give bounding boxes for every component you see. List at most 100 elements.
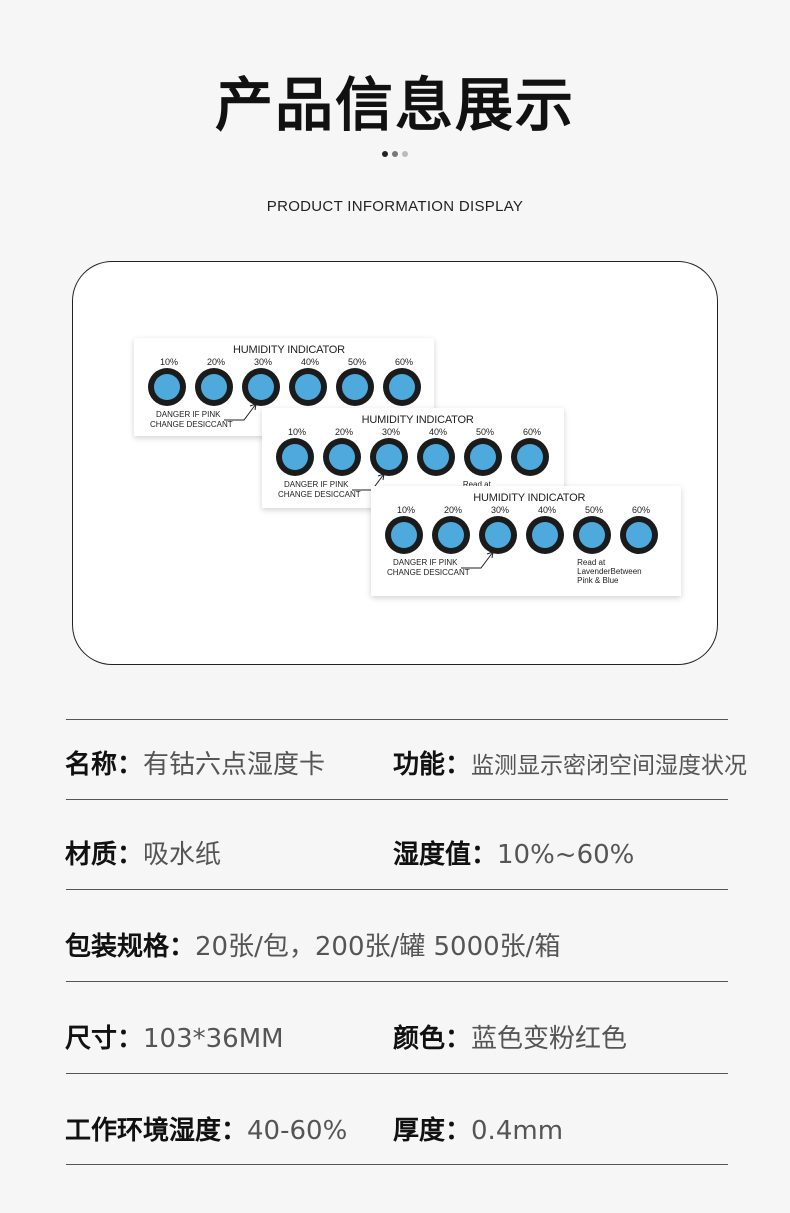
spec-label: 厚度： (393, 1116, 472, 1146)
spec-value: 10%~60% (497, 840, 635, 870)
indicator-dot-fill (201, 374, 227, 400)
card-title: HUMIDITY INDICATOR (361, 414, 474, 426)
indicator-dot (432, 516, 470, 554)
card-level-label: 10% (160, 357, 179, 367)
card-level-label: 40% (538, 505, 557, 515)
spec-divider (66, 719, 728, 720)
spec-value: 吸水纸 (143, 840, 222, 870)
indicator-dot (148, 368, 186, 406)
indicator-dot (526, 516, 564, 554)
indicator-dot (383, 368, 421, 406)
card-warning-line: CHANGE DESICCANT (150, 420, 233, 429)
card-read-note: LavenderBetween (577, 567, 642, 576)
card-arrow-path (224, 403, 257, 421)
indicator-dot-fill (485, 522, 511, 548)
spec-label: 包装规格： (65, 932, 196, 962)
card-level-label: 10% (288, 427, 307, 437)
indicator-dot (276, 438, 314, 476)
card-warning-line: DANGER IF PINK (156, 410, 221, 419)
spec-item: 湿度值：10%~60% (393, 834, 634, 871)
card-read-note: Read at (462, 480, 491, 489)
title-dots (0, 151, 790, 157)
dot-2 (392, 151, 398, 157)
indicator-dot-fill (626, 522, 652, 548)
indicator-dot-fill (282, 444, 308, 470)
card-level-label: 50% (476, 427, 495, 437)
spec-divider (66, 1073, 728, 1074)
spec-label: 材质： (65, 840, 144, 870)
card-level-label: 30% (491, 505, 510, 515)
spec-item: 功能：监测显示密闭空间湿度状况 (393, 744, 747, 781)
indicator-dot (573, 516, 611, 554)
indicator-dot (370, 438, 408, 476)
indicator-dot (336, 368, 374, 406)
indicator-dot-fill (470, 444, 496, 470)
indicator-dot-fill (517, 444, 543, 470)
card-arrow-icon (224, 403, 257, 421)
spec-divider (66, 799, 728, 800)
card-level-label: 50% (585, 505, 604, 515)
indicator-dot-fill (248, 374, 274, 400)
indicator-dot (479, 516, 517, 554)
spec-item: 包装规格：20张/包，200张/罐 5000张/箱 (65, 926, 560, 963)
card-arrow-icon (461, 551, 494, 569)
indicator-dot-fill (391, 522, 417, 548)
spec-value: 20张/包，200张/罐 5000张/箱 (195, 932, 561, 962)
card-level-label: 30% (382, 427, 401, 437)
card-level-label: 40% (429, 427, 448, 437)
dot-1 (382, 151, 388, 157)
spec-label: 湿度值： (393, 840, 498, 870)
page-subtitle: PRODUCT INFORMATION DISPLAY (266, 198, 524, 215)
spec-divider (66, 1164, 728, 1165)
spec-label: 名称： (65, 750, 144, 780)
card-level-label: 20% (444, 505, 463, 515)
indicator-dot (464, 438, 502, 476)
spec-label: 尺寸： (65, 1024, 144, 1054)
card-level-label: 20% (335, 427, 354, 437)
card-level-label: 50% (348, 357, 367, 367)
indicator-dot (511, 438, 549, 476)
card-title: HUMIDITY INDICATOR (473, 492, 586, 504)
indicator-dot-fill (389, 374, 415, 400)
spec-label: 功能： (393, 750, 472, 780)
card-warning-line: DANGER IF PINK (284, 480, 349, 489)
spec-item: 工作环境湿度：40-60% (65, 1110, 347, 1147)
spec-value: 40-60% (247, 1116, 348, 1146)
indicator-dot (417, 438, 455, 476)
spec-item: 尺寸：103*36MM (65, 1018, 284, 1055)
spec-value: 蓝色变粉红色 (471, 1024, 628, 1054)
indicator-dot-fill (295, 374, 321, 400)
card-warning-line: DANGER IF PINK (393, 558, 458, 567)
card-level-label: 60% (523, 427, 542, 437)
indicator-dot-fill (532, 522, 558, 548)
spec-item: 材质：吸水纸 (65, 834, 221, 871)
spec-label: 工作环境湿度： (65, 1116, 248, 1146)
indicator-dot-fill (342, 374, 368, 400)
spec-label: 颜色： (393, 1024, 472, 1054)
spec-value: 监测显示密闭空间湿度状况 (471, 753, 748, 779)
indicator-dot-fill (376, 444, 402, 470)
card-arrow-path (461, 551, 494, 569)
indicator-dot (242, 368, 280, 406)
page-title: 产品信息展示 (214, 71, 575, 139)
indicator-dot (289, 368, 327, 406)
dot-3 (402, 151, 408, 157)
indicator-dot (620, 516, 658, 554)
indicator-dot-fill (423, 444, 449, 470)
spec-divider (66, 889, 728, 890)
card-level-label: 60% (632, 505, 651, 515)
spec-item: 名称：有钴六点湿度卡 (65, 744, 325, 781)
indicator-dot-fill (579, 522, 605, 548)
indicator-dot (323, 438, 361, 476)
spec-value: 0.4mm (471, 1116, 564, 1146)
card-warning-line: CHANGE DESICCANT (387, 568, 470, 577)
indicator-dot (195, 368, 233, 406)
card-title: HUMIDITY INDICATOR (233, 344, 345, 356)
spec-item: 颜色：蓝色变粉红色 (393, 1018, 627, 1055)
spec-item: 厚度：0.4mm (393, 1110, 563, 1147)
card-warning-line: CHANGE DESICCANT (278, 490, 361, 499)
card-read-note: Pink & Blue (577, 576, 619, 585)
spec-value: 有钴六点湿度卡 (143, 750, 326, 780)
card-read-note: Read at (577, 558, 606, 567)
